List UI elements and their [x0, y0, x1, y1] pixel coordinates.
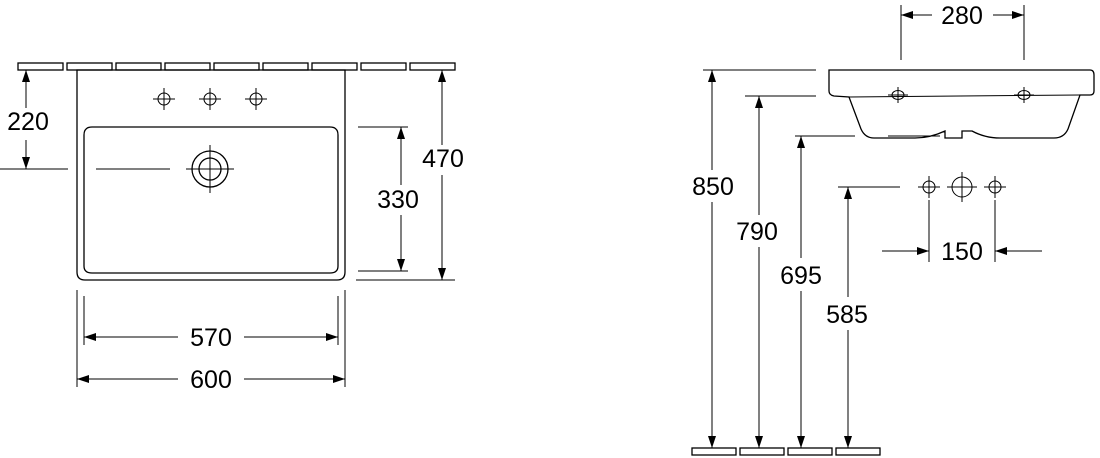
basin-bowl — [83, 126, 339, 274]
dim-790-label: 790 — [736, 218, 778, 246]
drain-icon — [186, 145, 234, 193]
wall-tiles-top — [17, 62, 456, 71]
dim-570-label: 570 — [190, 324, 232, 352]
floor-tiles — [691, 447, 881, 456]
basin-side-profile — [828, 69, 1095, 139]
dim-280-label: 280 — [941, 2, 983, 30]
tap-hole-icon — [984, 176, 1006, 198]
front-view: 220 470 330 570 600 — [0, 62, 464, 394]
drain-outlet-icon — [947, 172, 977, 202]
dim-600-label: 600 — [190, 366, 232, 394]
tap-hole-icon — [153, 88, 175, 110]
dim-330-label: 330 — [377, 186, 419, 214]
dim-695-label: 695 — [780, 262, 822, 290]
mounting-hole-icon — [1014, 87, 1034, 103]
dim-850-label: 850 — [692, 173, 734, 201]
dim-150-label: 150 — [941, 238, 983, 266]
side-view: 280 850 790 695 585 — [691, 2, 1095, 456]
mounting-hole-icon — [888, 87, 908, 103]
tap-hole-icon — [245, 88, 267, 110]
dim-220-label: 220 — [7, 108, 49, 136]
dim-585-label: 585 — [826, 301, 868, 329]
tap-hole-icon — [199, 88, 221, 110]
tap-hole-icon — [918, 176, 940, 198]
basin-outer — [76, 69, 346, 281]
dim-470-label: 470 — [422, 145, 464, 173]
